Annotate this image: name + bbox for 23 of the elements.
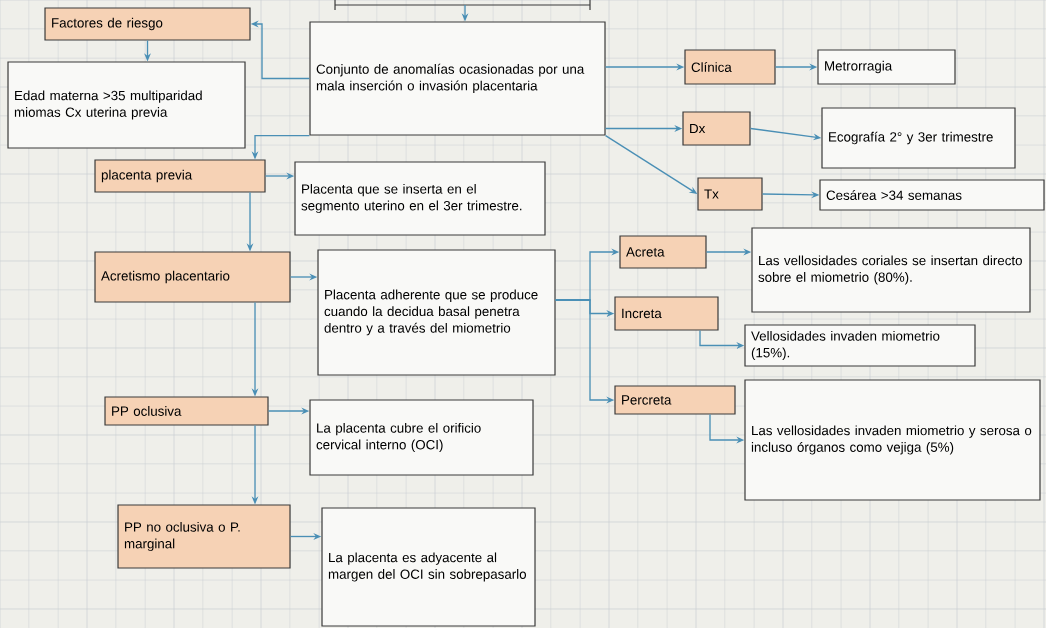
topic-box: placenta previa [94,159,266,193]
topic-box: Acreta [619,235,707,269]
note-box: La placenta es adyacente al margen del OCI sin sobrepasarlo [321,507,536,627]
note-box: Edad materna >35 multiparidad miomas Cx uterina previa [7,61,246,149]
topic-box: PP oclusiva [104,396,269,426]
topic-box: Acretismo placentario [94,251,291,303]
note-box: Vellosidades invaden miometrio (15%). [744,324,976,367]
note-box: Cesárea >34 semanas [819,179,1045,211]
topic-box: PP no oclusiva o P. marginal [117,504,291,569]
topic-box: Dx [682,111,751,146]
note-box: Las vellosidades invaden miometrio y serosa o incluso órganos como vejiga (5%) [744,379,1041,501]
note-box: Placenta que se inserta en el segmento uterino en el 3er trimestre. [294,161,546,236]
topic-box: Factores de riesgo [44,7,251,41]
topic-box: Tx [697,177,763,211]
topic-box: Increta [614,296,719,331]
note-box: Conjunto de anomalías ocasionadas por una mala inserción o invasión placentaria [309,21,606,136]
note-box: La placenta cubre el orificio cervical interno (OCI) [309,399,534,476]
note-box: Placenta adherente que se produce cuando la decidua basal penetra dentro y a través del miometrio [317,249,556,376]
topic-box: Percreta [614,385,736,415]
note-box: Metrorragia [817,49,956,85]
note-box: Ecografía 2° y 3er trimestre [821,107,1016,169]
note-box: Las vellosidades coriales se insertan directo sobre el miometrio (80%). [751,227,1031,313]
topic-box: Clínica [684,49,776,85]
